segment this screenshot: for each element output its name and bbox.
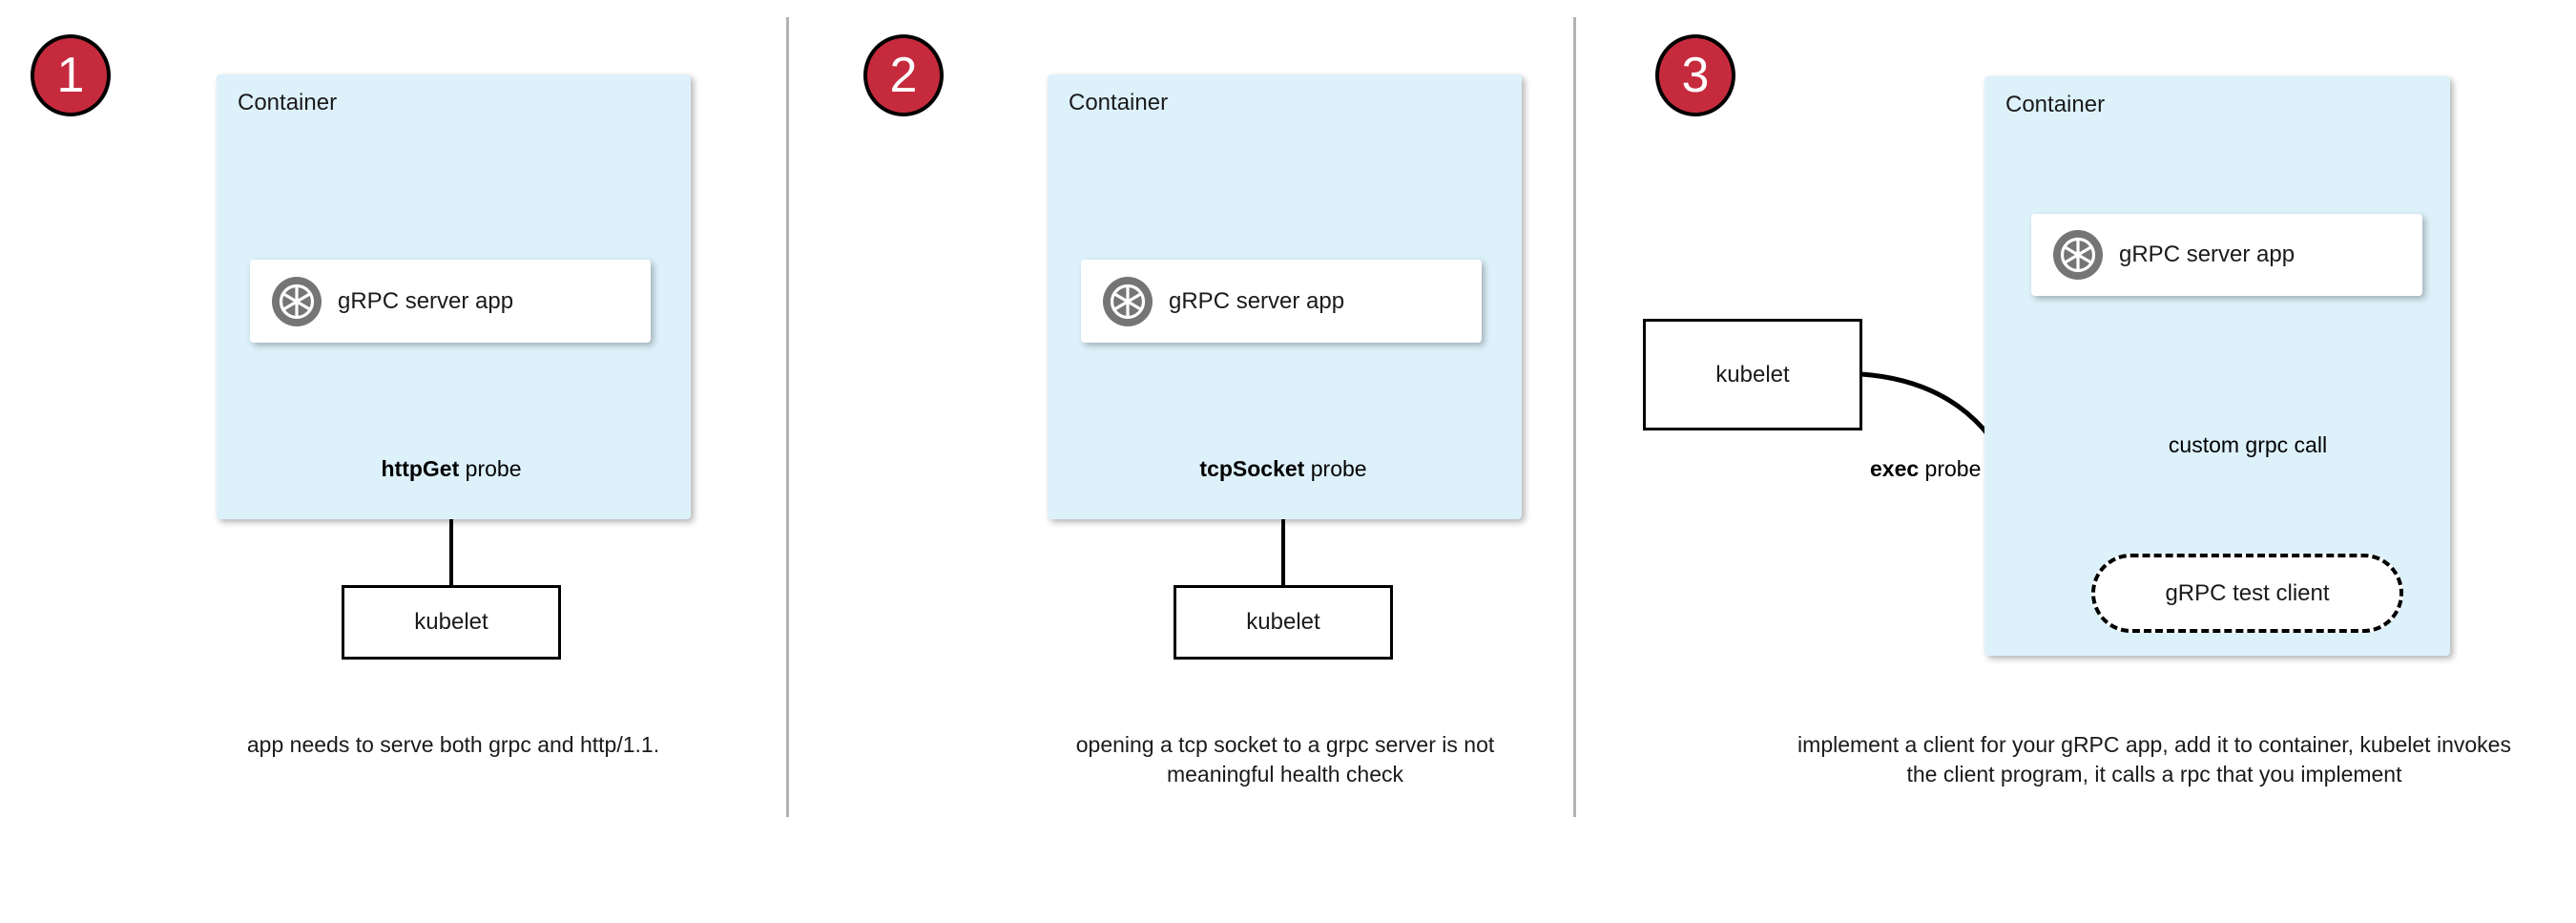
edge-label-tcpsocket-rest: probe bbox=[1304, 456, 1367, 481]
kubelet-label-1: kubelet bbox=[414, 609, 488, 635]
kubelet-box-2: kubelet bbox=[1174, 585, 1393, 660]
kubelet-label-3: kubelet bbox=[1715, 361, 1790, 388]
edge-label-tcpsocket-probe: tcpSocket probe bbox=[1159, 456, 1407, 482]
edge-label-httpget-bold: httpGet bbox=[381, 456, 460, 481]
container-label-2: Container bbox=[1069, 90, 1169, 115]
kubelet-label-2: kubelet bbox=[1246, 609, 1320, 635]
step-badge-2: 2 bbox=[863, 34, 944, 116]
edge-label-exec-bold: exec bbox=[1870, 456, 1920, 481]
edge-label-exec-probe: exec probe bbox=[1870, 456, 2061, 482]
kubelet-box-3: kubelet bbox=[1643, 319, 1862, 430]
grpc-test-client-label: gRPC test client bbox=[2165, 579, 2330, 606]
grpc-aperture-icon bbox=[2053, 230, 2103, 280]
grpc-server-app-label-2: gRPC server app bbox=[1169, 287, 1345, 314]
caption-1: app needs to serve both grpc and http/1.… bbox=[246, 732, 660, 757]
grpc-server-app-label-1: gRPC server app bbox=[338, 287, 514, 314]
edge-label-httpget-probe: httpGet probe bbox=[337, 456, 566, 482]
panel-divider-1 bbox=[786, 17, 789, 817]
edge-label-custom-grpc-call: custom grpc call bbox=[2168, 432, 2328, 457]
step-badge-3: 3 bbox=[1655, 34, 1735, 116]
grpc-server-app-label-3: gRPC server app bbox=[2119, 241, 2296, 267]
grpc-aperture-icon bbox=[1103, 276, 1153, 326]
grpc-test-client-box: gRPC test client bbox=[2091, 554, 2403, 633]
step-badge-1: 1 bbox=[31, 34, 111, 116]
container-label-1: Container bbox=[238, 90, 338, 115]
step-badge-3-number: 3 bbox=[1681, 48, 1710, 103]
grpc-server-app-card-2: gRPC server app bbox=[1081, 260, 1482, 343]
grpc-server-app-card-3: gRPC server app bbox=[2031, 214, 2422, 296]
container-label-3: Container bbox=[2005, 92, 2106, 117]
caption-3: implement a client for your gRPC app, ad… bbox=[1797, 732, 2511, 787]
step-badge-1-number: 1 bbox=[56, 48, 85, 103]
edge-label-exec-rest: probe bbox=[1919, 456, 1982, 481]
kubelet-box-1: kubelet bbox=[342, 585, 561, 660]
edge-label-httpget-rest: probe bbox=[459, 456, 522, 481]
edge-label-tcpsocket-bold: tcpSocket bbox=[1199, 456, 1305, 481]
caption-2: opening a tcp socket to a grpc server is… bbox=[1075, 732, 1495, 787]
grpc-aperture-icon bbox=[272, 276, 322, 326]
panel-divider-2 bbox=[1573, 17, 1576, 817]
grpc-server-app-card-1: gRPC server app bbox=[250, 260, 651, 343]
step-badge-2-number: 2 bbox=[889, 48, 918, 103]
